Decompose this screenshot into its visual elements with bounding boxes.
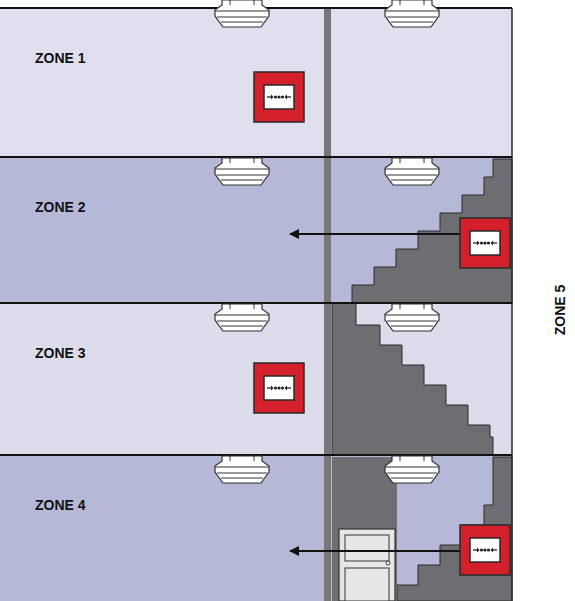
smoke-detector — [385, 304, 439, 331]
smoke-detector — [385, 0, 439, 27]
stair-wall — [511, 8, 513, 601]
zone-label: ZONE 3 — [35, 345, 86, 361]
zone-band: ZONE 3 — [0, 304, 322, 454]
manual-call-point — [254, 363, 304, 413]
floor-band — [0, 455, 512, 601]
zone-band: ZONE 2 — [0, 158, 322, 302]
zone-label: ZONE 2 — [35, 199, 86, 215]
zone-band: ZONE 1 — [0, 9, 322, 156]
floor-band — [0, 8, 512, 157]
stair-flight — [332, 303, 493, 455]
manual-call-point — [254, 72, 304, 122]
zone-arrow — [290, 550, 466, 552]
smoke-detector — [385, 158, 439, 185]
stair-flight — [352, 159, 512, 303]
fire-wall — [324, 8, 331, 601]
zone-label: ZONE 5 — [552, 285, 568, 336]
manual-call-point — [460, 525, 510, 575]
zone-label: ZONE 1 — [35, 50, 86, 66]
zone-band: ZONE 4 — [0, 456, 322, 601]
stair-wall — [332, 457, 397, 601]
smoke-detector — [215, 304, 269, 331]
smoke-detector — [215, 0, 269, 27]
smoke-detector — [215, 158, 269, 185]
smoke-detector — [215, 456, 269, 483]
floor-band — [0, 303, 512, 455]
zone-label: ZONE 4 — [35, 497, 86, 513]
zone-arrow — [290, 233, 466, 235]
floor-band — [0, 157, 512, 303]
manual-call-point — [460, 218, 510, 268]
smoke-detector — [385, 456, 439, 483]
door — [339, 529, 395, 601]
